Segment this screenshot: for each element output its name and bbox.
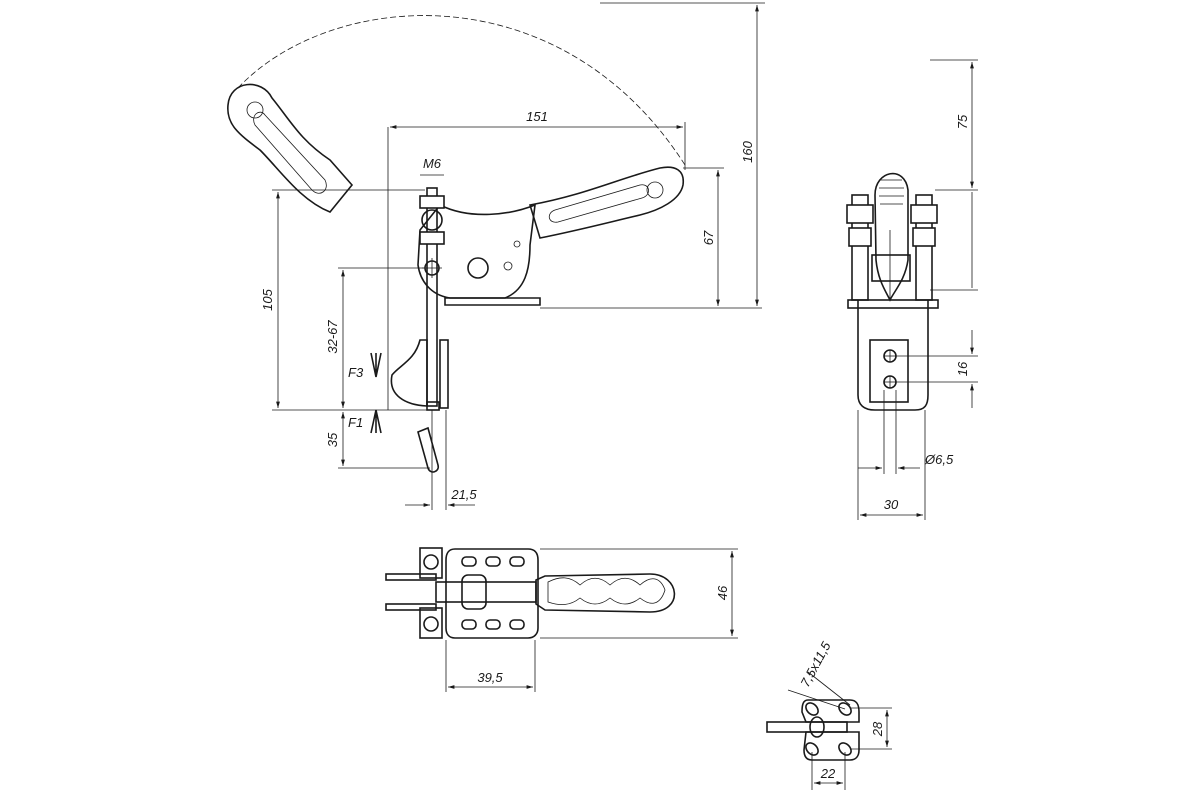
open-spindle (417, 426, 440, 473)
dim-hole-diameter: Ø6,5 (924, 452, 954, 467)
front-view: 75 16 Ø6,5 30 (846, 59, 978, 520)
dim-slot-size: 7,5x11,5 (797, 639, 834, 690)
side-view: 151 160 67 M6 105 32-67 35 F3 F1 21,5 (227, 2, 765, 510)
dim-67: 67 (701, 230, 716, 245)
open-handle (227, 83, 354, 213)
dim-46: 46 (715, 585, 730, 600)
dim-22: 22 (820, 766, 836, 781)
arrow-up-icon (370, 409, 382, 434)
dim-28: 28 (870, 721, 885, 737)
label-f3: F3 (348, 365, 364, 380)
dim-160: 160 (740, 140, 755, 162)
handle-swing-arc (237, 15, 686, 166)
dim-39-5: 39,5 (477, 670, 503, 685)
clamp-body (390, 187, 541, 411)
arrow-down-icon (370, 352, 382, 378)
dim-75: 75 (955, 114, 970, 129)
dim-21-5: 21,5 (450, 487, 477, 502)
closed-handle (528, 166, 685, 239)
dim-151: 151 (526, 109, 548, 124)
base-detail: 7,5x11,5 28 22 (766, 639, 892, 790)
dim-32-67: 32-67 (325, 320, 340, 354)
dim-30: 30 (884, 497, 899, 512)
dim-35: 35 (325, 432, 340, 447)
dim-105: 105 (260, 288, 275, 310)
dim-16: 16 (955, 361, 970, 376)
label-f1: F1 (348, 415, 363, 430)
dim-m6: M6 (423, 156, 442, 171)
top-view: 46 39,5 (385, 547, 738, 692)
